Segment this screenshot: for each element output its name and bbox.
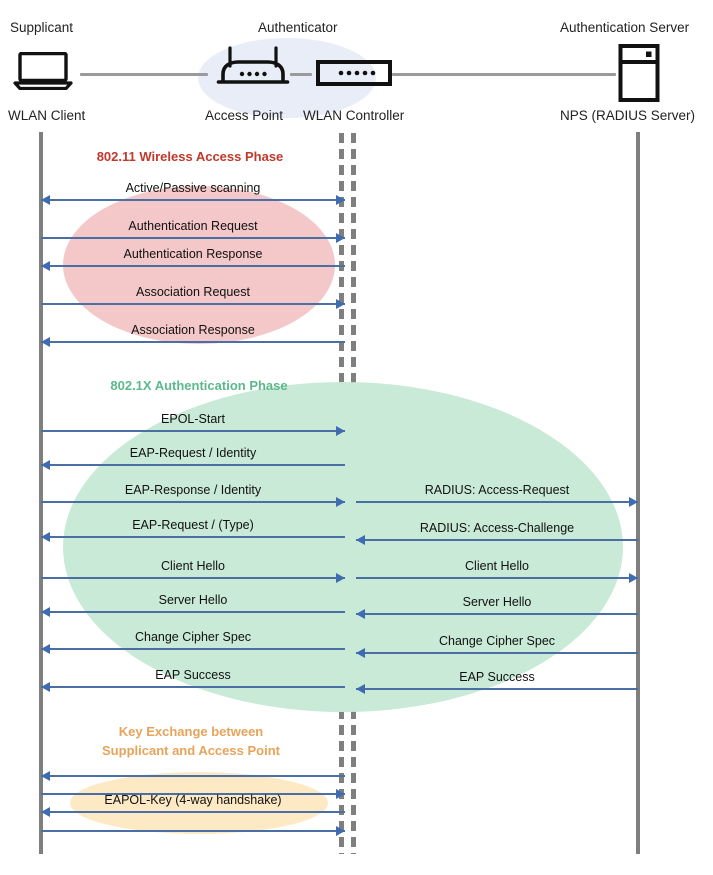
message-arrow-line <box>41 199 345 201</box>
arrowhead-right-icon <box>336 299 345 309</box>
node-title-supplicant: Supplicant <box>10 20 74 35</box>
message-arrow-line <box>41 237 345 239</box>
arrowhead-left-icon <box>41 771 50 781</box>
phase-ellipse-key-exchange <box>70 772 328 834</box>
wire-controller-to-server <box>392 73 616 76</box>
message-label: Server Hello <box>158 593 228 607</box>
message-label: Authentication Response <box>123 247 263 261</box>
arrowhead-right-icon <box>336 195 345 205</box>
message-label: EAP Success <box>155 668 231 682</box>
arrowhead-left-icon <box>41 644 50 654</box>
message-label: Change Cipher Spec <box>438 634 556 648</box>
message-arrow-line <box>41 430 345 432</box>
laptop-icon <box>12 51 74 91</box>
message-arrow-line <box>41 341 345 343</box>
lifeline-auth-server <box>636 132 640 854</box>
node-caption-wlan-controller: WLAN Controller <box>303 108 405 123</box>
message-arrow-line <box>41 793 345 795</box>
arrowhead-left-icon <box>41 195 50 205</box>
phase-label-key-exchange-line2: Supplicant and Access Point <box>102 743 280 758</box>
message-label: Authentication Request <box>128 219 258 233</box>
arrowhead-left-icon <box>41 460 50 470</box>
authenticator-highlight-blob <box>198 38 376 118</box>
phase-ellipse-8021x <box>63 382 623 712</box>
arrowhead-left-icon <box>41 807 50 817</box>
message-label: RADIUS: Access-Challenge <box>419 521 575 535</box>
message-label: EAP-Request / Identity <box>129 446 257 460</box>
message-label: RADIUS: Access-Request <box>424 483 570 497</box>
message-arrow-line <box>41 464 345 466</box>
message-arrow-line <box>41 686 345 688</box>
message-arrow-line <box>356 577 638 579</box>
arrowhead-right-icon <box>336 497 345 507</box>
arrowhead-left-icon <box>356 535 365 545</box>
server-icon <box>618 44 660 102</box>
arrowhead-right-icon <box>336 826 345 836</box>
phase-label-80211: 802.11 Wireless Access Phase <box>96 149 284 164</box>
arrowhead-right-icon <box>336 233 345 243</box>
wire-client-to-ap <box>80 73 208 76</box>
message-arrow-line <box>41 648 345 650</box>
arrowhead-right-icon <box>336 789 345 799</box>
message-label: Server Hello <box>462 595 532 609</box>
message-label: Active/Passive scanning <box>125 181 261 195</box>
node-title-authenticator: Authenticator <box>258 20 338 35</box>
wire-ap-to-controller <box>290 73 312 76</box>
node-caption-nps-radius-server: NPS (RADIUS Server) <box>560 108 696 123</box>
node-caption-access-point: Access Point <box>205 108 284 123</box>
arrowhead-right-icon <box>336 573 345 583</box>
phase-label-8021x: 802.1X Authentication Phase <box>110 378 288 393</box>
message-arrow-line <box>41 577 345 579</box>
lifeline-supplicant <box>39 132 43 854</box>
arrowhead-left-icon <box>356 684 365 694</box>
message-arrow-line <box>41 775 345 777</box>
node-title-authentication-server: Authentication Server <box>560 20 690 35</box>
message-arrow-line <box>356 688 638 690</box>
arrowhead-left-icon <box>41 261 50 271</box>
message-label: EAP-Request / (Type) <box>132 518 254 532</box>
arrowhead-left-icon <box>41 337 50 347</box>
wireless-access-point-icon <box>216 46 290 90</box>
message-arrow-line <box>356 613 638 615</box>
message-label: Client Hello <box>465 559 529 573</box>
message-arrow-line <box>41 501 345 503</box>
message-arrow-line <box>356 501 638 503</box>
arrowhead-left-icon <box>356 648 365 658</box>
arrowhead-right-icon <box>629 497 638 507</box>
arrowhead-left-icon <box>356 609 365 619</box>
message-label: EPOL-Start <box>161 412 225 426</box>
message-arrow-line <box>356 539 638 541</box>
message-arrow-line <box>41 811 345 813</box>
arrowhead-right-icon <box>336 426 345 436</box>
message-arrow-line <box>41 265 345 267</box>
message-arrow-line <box>41 303 345 305</box>
message-label: Association Request <box>136 285 250 299</box>
arrowhead-right-icon <box>629 573 638 583</box>
message-label: EAP-Response / Identity <box>124 483 262 497</box>
message-arrow-line <box>41 611 345 613</box>
message-label: Association Response <box>131 323 255 337</box>
message-label: Change Cipher Spec <box>134 630 252 644</box>
message-label: EAP Success <box>459 670 535 684</box>
arrowhead-left-icon <box>41 682 50 692</box>
phase-label-key-exchange-line1: Key Exchange between <box>118 724 264 739</box>
message-arrow-line <box>41 830 345 832</box>
node-caption-wlan-client: WLAN Client <box>8 108 86 123</box>
message-arrow-line <box>41 536 345 538</box>
arrowhead-left-icon <box>41 532 50 542</box>
message-label: Client Hello <box>161 559 225 573</box>
network-switch-icon <box>316 60 392 88</box>
message-arrow-line <box>356 652 638 654</box>
arrowhead-left-icon <box>41 607 50 617</box>
message-label: EAPOL-Key (4-way handshake) <box>104 793 282 807</box>
